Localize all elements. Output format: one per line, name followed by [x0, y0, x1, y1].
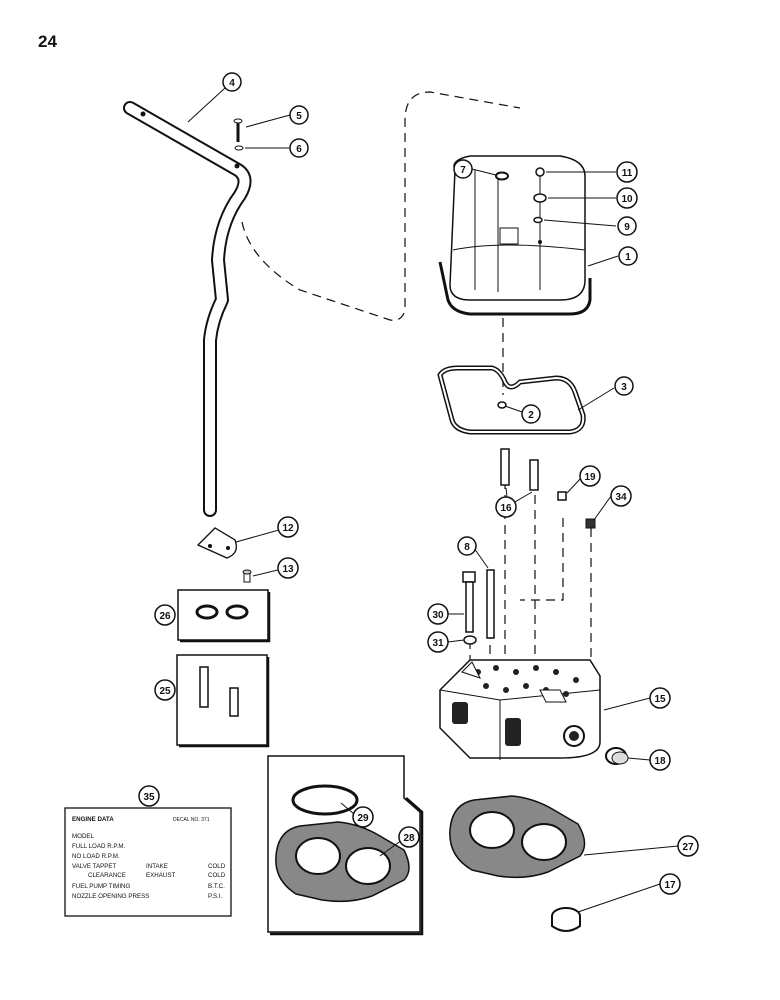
svg-text:27: 27 [682, 842, 694, 853]
tubes-part-16 [500, 448, 539, 491]
callout-5: 5 [289, 105, 309, 125]
callout-30: 30 [427, 603, 449, 625]
svg-text:16: 16 [500, 503, 512, 514]
callout-19: 19 [579, 465, 601, 487]
decal-title: ENGINE DATA [72, 816, 114, 823]
kit-box-26 [177, 589, 271, 643]
engine-data-decal-part-35: ENGINE DATA DECAL NO. 371 MODEL FULL LOA… [64, 807, 232, 917]
callout-2: 2 [521, 404, 541, 424]
svg-text:31: 31 [432, 638, 444, 649]
callout-13: 13 [277, 557, 299, 579]
decal-number: DECAL NO. 371 [173, 817, 210, 823]
callout-29: 29 [352, 806, 374, 828]
svg-text:8: 8 [464, 542, 470, 553]
callout-27: 27 [677, 835, 699, 857]
leader-lines [187, 87, 679, 913]
svg-text:4: 4 [229, 78, 235, 89]
decal-full-load: FULL LOAD R.P.M. [72, 843, 126, 850]
callout-17: 17 [659, 873, 681, 895]
svg-text:9: 9 [624, 222, 630, 233]
callout-28: 28 [398, 826, 420, 848]
callout-1: 1 [618, 246, 638, 266]
svg-text:5: 5 [296, 111, 302, 122]
svg-text:7: 7 [460, 165, 466, 176]
nut-part-11 [535, 167, 545, 177]
stud-part-8 [486, 569, 495, 639]
svg-text:29: 29 [357, 813, 369, 824]
callout-7: 7 [453, 159, 473, 179]
svg-text:19: 19 [584, 472, 596, 483]
washer-part-6 [234, 145, 244, 151]
screw-part-5 [233, 118, 243, 142]
svg-text:2: 2 [528, 410, 534, 421]
decal-no-load: NO LOAD R.P.M. [72, 853, 120, 860]
decal-intake: INTAKE [146, 863, 168, 870]
grommet-part-9 [533, 216, 543, 224]
svg-text:1: 1 [625, 252, 631, 263]
valve-cover-part-1 [438, 155, 592, 316]
callout-34: 34 [610, 485, 632, 507]
page-number: 24 [38, 32, 57, 51]
svg-text:13: 13 [282, 564, 294, 575]
decal-model: MODEL [72, 833, 95, 840]
cover-gasket-part-3 [437, 365, 586, 435]
svg-text:30: 30 [432, 610, 444, 621]
washer-part-7 [495, 171, 509, 181]
breather-tube-part [123, 101, 252, 517]
callout-15: 15 [649, 687, 671, 709]
svg-text:15: 15 [654, 694, 666, 705]
svg-text:3: 3 [621, 382, 627, 393]
svg-text:26: 26 [159, 611, 171, 622]
callout-18: 18 [649, 749, 671, 771]
plug-part-34 [585, 518, 596, 529]
decal-fuel-pump: FUEL PUMP TIMING [72, 883, 131, 890]
washer-part-31 [463, 635, 477, 645]
decal-btc: B.T.C. [208, 883, 225, 890]
plug-part-18 [605, 747, 629, 765]
head-gasket-part-27 [449, 795, 586, 879]
svg-text:6: 6 [296, 144, 302, 155]
decal-nozzle: NOZZLE OPENING PRESS [72, 893, 149, 900]
cylinder-head-part-15 [439, 659, 601, 760]
callout-10: 10 [616, 187, 638, 209]
callout-6: 6 [289, 138, 309, 158]
callout-25: 25 [154, 679, 176, 701]
callout-16: 16 [495, 496, 517, 518]
decal-clearance: CLEARANCE [88, 872, 126, 879]
decal-cold-exhaust: COLD [208, 872, 226, 879]
svg-text:17: 17 [664, 880, 676, 891]
callout-35: 35 [138, 785, 160, 807]
flange-plate-part-12 [196, 527, 238, 559]
svg-text:12: 12 [282, 523, 294, 534]
seal-ring-part-29 [291, 784, 359, 816]
callout-4: 4 [222, 72, 242, 92]
bolt-part-13 [242, 569, 252, 583]
kit-box-25 [176, 654, 270, 748]
decal-valve-tappet: VALVE TAPPET [72, 863, 116, 870]
svg-text:11: 11 [622, 168, 633, 179]
seal-part-2 [497, 401, 507, 409]
callout-12: 12 [277, 516, 299, 538]
svg-text:25: 25 [159, 686, 171, 697]
callout-31: 31 [427, 631, 449, 653]
svg-text:28: 28 [403, 833, 415, 844]
callout-9: 9 [617, 216, 637, 236]
bolt-part-30 [462, 571, 476, 633]
callout-3: 3 [614, 376, 634, 396]
callout-11: 11 [616, 161, 638, 183]
callout-8: 8 [457, 536, 477, 556]
svg-text:10: 10 [621, 194, 633, 205]
decal-exhaust: EXHAUST [146, 872, 175, 879]
callout-26: 26 [154, 604, 176, 626]
plug-part-19 [557, 491, 567, 501]
svg-text:35: 35 [143, 792, 155, 803]
washer-part-10 [533, 193, 547, 203]
svg-text:18: 18 [654, 756, 666, 767]
ring-part-17 [551, 907, 581, 932]
decal-psi: P.S.I. [208, 893, 223, 900]
svg-text:34: 34 [615, 492, 627, 503]
head-gasket-part-28 [275, 821, 410, 903]
decal-cold-intake: COLD [208, 863, 226, 870]
